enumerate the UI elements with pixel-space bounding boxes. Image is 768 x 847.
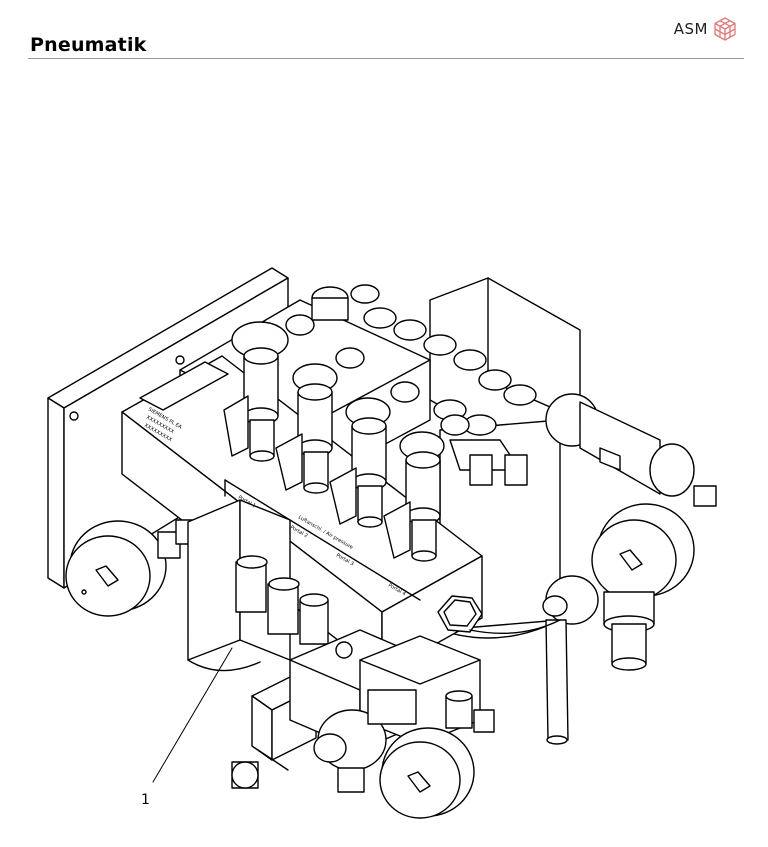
right-pressure-gauge — [591, 503, 695, 671]
ball-valve-1 — [223, 321, 289, 462]
ball-valve-4 — [383, 431, 445, 562]
air-hose — [469, 619, 561, 634]
elbow-fittings — [285, 314, 470, 436]
bottom-valve — [313, 689, 417, 793]
callout-leader — [152, 647, 233, 783]
right-elbow-fitting — [545, 393, 717, 507]
brand-text: ASM — [673, 20, 708, 38]
bottom-pressure-gauge — [379, 727, 475, 819]
ball-valve-3 — [329, 397, 391, 528]
left-pressure-gauge — [65, 519, 193, 617]
top-fittings-back — [311, 284, 537, 436]
page-title: Pneumatik — [30, 34, 147, 56]
lever-valve — [542, 575, 599, 745]
hex-plug — [437, 595, 483, 633]
page-header: Pneumatik ASM — [28, 14, 744, 59]
brand: ASM — [674, 16, 738, 42]
regulator-body — [187, 499, 329, 672]
ball-valve-2 — [275, 363, 338, 494]
asm-logo-icon — [714, 17, 736, 41]
sensor-fitting — [445, 690, 495, 733]
callout-label-1: 1 — [141, 792, 150, 808]
